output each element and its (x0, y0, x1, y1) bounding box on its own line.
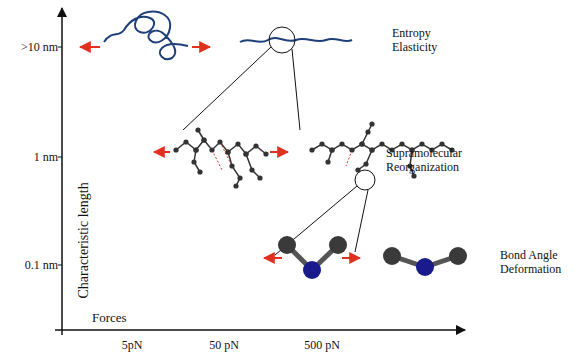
atom (243, 151, 248, 156)
atom (319, 141, 324, 146)
axis-tick-label: 50 pN (200, 338, 248, 352)
regime-label: Supramolecular Reorganization (386, 146, 478, 175)
atom (183, 139, 188, 144)
zoom-lines (183, 27, 375, 255)
atom (217, 139, 222, 144)
y-axis (61, 8, 63, 335)
atom (355, 167, 360, 172)
atom (257, 175, 262, 180)
atom (235, 141, 240, 146)
regime-label: Bond Angle Deformation (500, 248, 572, 277)
force-arrows (80, 47, 360, 258)
axis-title: Characteristic length (76, 155, 93, 325)
atom (225, 149, 230, 154)
atom (339, 141, 344, 146)
atom (233, 183, 238, 188)
atom (243, 151, 248, 156)
atom (249, 167, 254, 172)
axis-tick-label: 500 pN (296, 338, 348, 352)
axis-tick-label: 0.1 nm (14, 258, 58, 272)
polymer-coil (104, 12, 188, 59)
molecular-chain (173, 127, 268, 188)
atom (263, 151, 268, 156)
atom (191, 159, 196, 164)
atom (193, 147, 198, 152)
opened-bond (383, 247, 467, 276)
atom (201, 137, 206, 142)
atom (309, 147, 314, 152)
atom (329, 147, 334, 152)
atom (399, 141, 404, 146)
atom (237, 175, 242, 180)
atom (209, 147, 214, 152)
atom (369, 121, 374, 126)
x-axis (55, 329, 465, 331)
regime-label: Entropy Elasticity (392, 26, 454, 55)
atom (369, 147, 374, 152)
atom (419, 141, 424, 146)
atom (253, 143, 258, 148)
axis-ticks (58, 47, 62, 265)
axis-tick-label: 1 nm (18, 150, 58, 164)
atom (359, 141, 364, 146)
bent-bond (278, 236, 347, 279)
atom (369, 147, 374, 152)
atom (365, 129, 370, 134)
atom (195, 127, 200, 132)
axis-title: Forces (92, 310, 152, 326)
axis-tick-label: >10 nm (18, 40, 58, 54)
atom (349, 147, 354, 152)
atom (225, 149, 230, 154)
atom (173, 147, 178, 152)
atom (325, 159, 330, 164)
atom (379, 141, 384, 146)
atom (359, 141, 364, 146)
atom (439, 141, 444, 146)
atom (363, 161, 368, 166)
atom (329, 147, 334, 152)
atom (193, 147, 198, 152)
atom (229, 163, 234, 168)
stretched-polymer (240, 38, 352, 42)
atom (201, 137, 206, 142)
atom (197, 169, 202, 174)
axis-tick-label: 5pN (112, 338, 152, 352)
